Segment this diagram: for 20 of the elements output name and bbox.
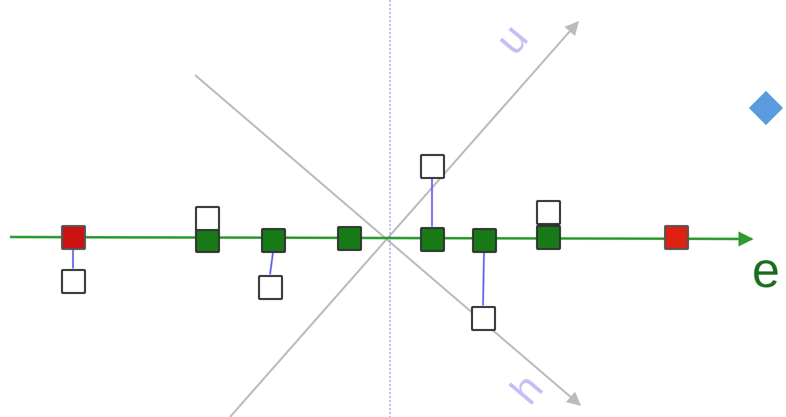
projected-point	[60, 224, 86, 250]
projection-line	[72, 250, 74, 268]
data-point	[258, 274, 282, 300]
projection-line	[431, 178, 433, 226]
data-point	[470, 306, 496, 330]
data-point	[420, 154, 444, 178]
projection-line	[269, 252, 274, 275]
projected-point	[536, 224, 560, 250]
projected-point	[420, 226, 444, 252]
axis-label: e	[752, 245, 780, 295]
axis-label: h	[503, 366, 550, 412]
projected-point	[336, 226, 362, 250]
axis-label: u	[488, 16, 536, 62]
projected-point	[472, 228, 496, 252]
data-point	[536, 200, 560, 224]
projected-point	[260, 228, 286, 252]
data-point	[194, 206, 220, 230]
projected-point	[664, 224, 688, 250]
projection-line	[482, 252, 485, 306]
data-point	[60, 268, 86, 294]
